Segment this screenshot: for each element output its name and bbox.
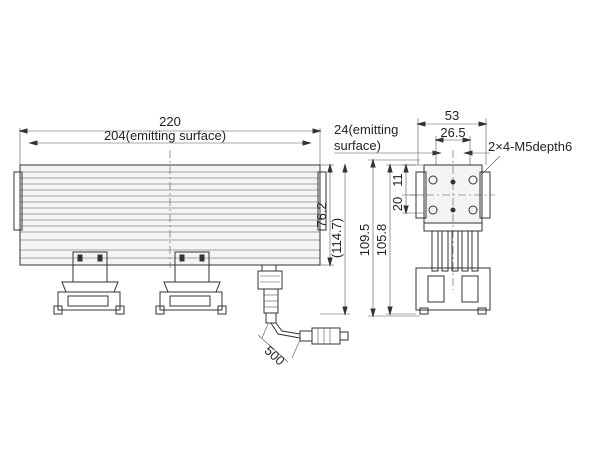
dim-20-label: 20 bbox=[390, 197, 405, 211]
mount-bracket-right bbox=[155, 251, 227, 315]
dim-114-label: (114.7) bbox=[329, 218, 344, 258]
dim-53-label: 53 bbox=[445, 108, 459, 123]
front-view: 220 204(emitting surface) bbox=[13, 114, 350, 369]
dim-220-label: 220 bbox=[159, 114, 181, 129]
screw-spec-label: 2×4-M5depth6 bbox=[488, 139, 572, 154]
screw-hole bbox=[468, 175, 478, 185]
screw-hole bbox=[428, 205, 438, 215]
side-view: 24(emitting surface) 53 26.5 2×4-M5depth… bbox=[334, 108, 572, 318]
screw-hole bbox=[468, 205, 478, 215]
cable-connector bbox=[257, 264, 349, 345]
emit-width-label-2: surface) bbox=[334, 138, 381, 153]
dim-11-label: 11 bbox=[390, 173, 405, 187]
dim-500-label: 500 bbox=[262, 343, 288, 369]
dim-76-label: 76.2 bbox=[314, 202, 329, 227]
dim-26-label: 26.5 bbox=[440, 125, 465, 140]
dim-109-label: 109.5 bbox=[357, 224, 372, 257]
dim-204-label: 204(emitting surface) bbox=[104, 128, 226, 143]
dim-line-500 bbox=[257, 334, 289, 363]
dim-105-label: 105.8 bbox=[374, 224, 389, 257]
mount-bracket-left bbox=[53, 251, 125, 315]
emit-width-label-1: 24(emitting bbox=[334, 122, 398, 137]
side-fins bbox=[423, 222, 483, 272]
screw-hole bbox=[428, 175, 438, 185]
side-bracket bbox=[415, 267, 491, 315]
